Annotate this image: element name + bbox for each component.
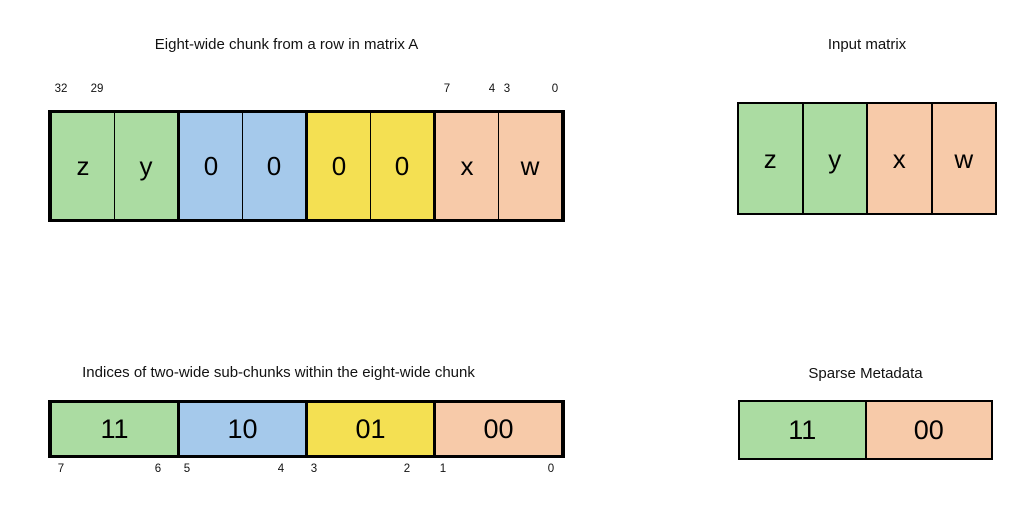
metadata-cell-00: 00: [864, 402, 991, 458]
sub-chunk-indices-box: 11 10 01 00: [48, 400, 565, 458]
index-bit-label-5: 5: [183, 463, 191, 475]
chunk-cell-zero-3: 0: [305, 113, 370, 219]
sub-chunk-indices-title: Indices of two-wide sub-chunks within th…: [82, 364, 475, 381]
chunk-cell-y: y: [114, 113, 177, 219]
eight-wide-chunk-box: z y 0 0 0 0 x w: [48, 110, 565, 222]
index-cell-01: 01: [305, 403, 433, 455]
metadata-cell-11: 11: [740, 402, 865, 458]
chunk-cell-w: w: [498, 113, 561, 219]
index-cell-00: 00: [433, 403, 561, 455]
input-cell-x: x: [866, 104, 931, 213]
chunk-bit-label-29: 29: [90, 83, 104, 95]
chunk-cell-x: x: [433, 113, 498, 219]
index-cell-11: 11: [52, 403, 177, 455]
sparse-metadata-title: Sparse Metadata: [808, 365, 923, 382]
index-bit-label-4: 4: [277, 463, 285, 475]
input-matrix-box: z y x w: [737, 102, 997, 215]
chunk-bit-label-7: 7: [443, 83, 451, 95]
input-matrix-title: Input matrix: [827, 36, 907, 53]
index-bit-label-1: 1: [439, 463, 447, 475]
index-bit-label-3: 3: [310, 463, 318, 475]
index-bit-label-0: 0: [547, 463, 555, 475]
chunk-cell-zero-1: 0: [177, 113, 242, 219]
eight-wide-chunk-title: Eight-wide chunk from a row in matrix A: [154, 36, 419, 53]
index-bit-label-7: 7: [57, 463, 65, 475]
chunk-cell-zero-4: 0: [370, 113, 433, 219]
chunk-bit-label-32: 32: [54, 83, 68, 95]
chunk-bit-label-3: 3: [503, 83, 511, 95]
sparse-metadata-box: 11 00: [738, 400, 993, 460]
index-cell-10: 10: [177, 403, 305, 455]
index-bit-label-2: 2: [403, 463, 411, 475]
chunk-cell-zero-2: 0: [242, 113, 305, 219]
input-cell-z: z: [739, 104, 802, 213]
chunk-bit-label-4: 4: [488, 83, 496, 95]
input-cell-y: y: [801, 104, 866, 213]
index-bit-label-6: 6: [154, 463, 162, 475]
chunk-bit-label-0: 0: [551, 83, 559, 95]
chunk-cell-z: z: [52, 113, 114, 219]
input-cell-w: w: [930, 104, 995, 213]
